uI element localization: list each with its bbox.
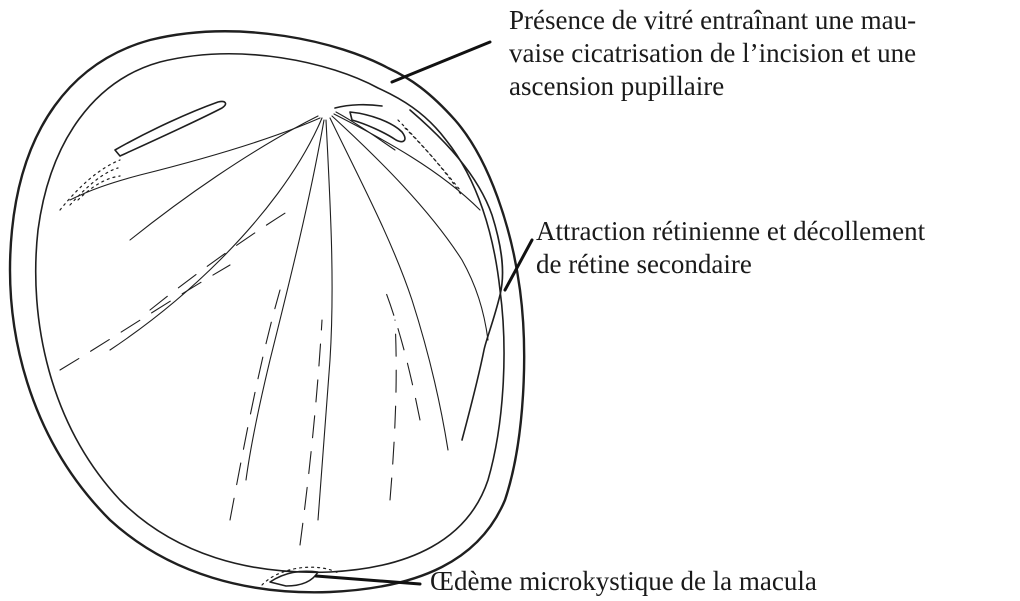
- annotation-vitreous-line-1: Présence de vitré entraînant une mau-: [509, 4, 916, 37]
- annotation-retinal-detachment: Attraction rétinienne et décollement de …: [536, 215, 925, 281]
- macula-cyst: [270, 571, 318, 586]
- vitreous-strands: [70, 112, 488, 520]
- annotation-vitreous-incision: Présence de vitré entraînant une mau- va…: [509, 4, 916, 103]
- vitreous-base-stipple: [60, 120, 462, 210]
- annotation-retina-line-2: de rétine secondaire: [536, 248, 925, 281]
- iris-fragment: [335, 105, 382, 108]
- detached-retina-fold: [410, 110, 503, 440]
- leader-vitreous: [392, 42, 490, 82]
- annotation-macula-line-1: Œdème microkystique de la macula: [430, 565, 817, 598]
- annotation-vitreous-line-3: ascension pupillaire: [509, 70, 916, 103]
- annotation-macular-edema: Œdème microkystique de la macula: [430, 565, 817, 598]
- sclera-outer-wall: [10, 31, 524, 592]
- annotation-vitreous-line-2: vaise cicatrisation de l’incision et une: [509, 37, 916, 70]
- leader-macula: [316, 576, 420, 584]
- ciliary-body-left: [115, 101, 225, 156]
- annotation-retina-line-1: Attraction rétinienne et décollement: [536, 215, 925, 248]
- vitreous-fibres-dashed: [60, 210, 420, 545]
